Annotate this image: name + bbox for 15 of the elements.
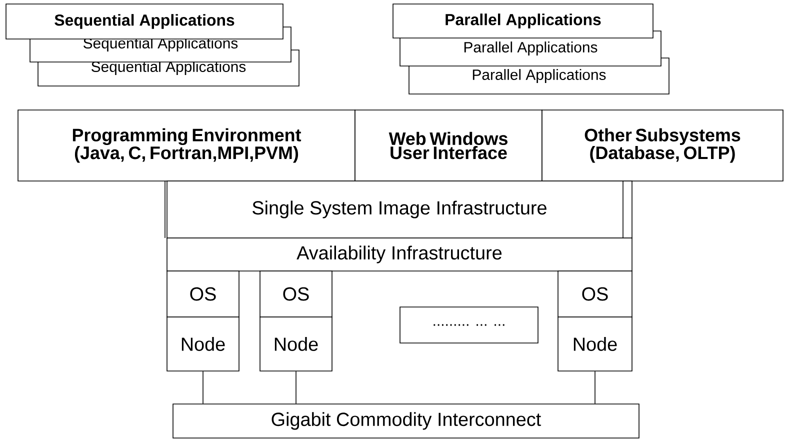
- layer-box: Node: [166, 316, 240, 372]
- connector-line: [202, 371, 204, 404]
- layer-box: Node: [260, 316, 332, 372]
- application-box: Parallel Applications: [392, 4, 654, 38]
- layer-box: OS: [166, 270, 240, 318]
- subsystem-box: Other Subsystems (Database, OLTP): [542, 110, 784, 182]
- connector-line: [594, 371, 596, 404]
- ellipsis-box: ......... ... ...: [400, 306, 538, 344]
- subsystem-box: Web Windows User Interface: [354, 110, 542, 182]
- subsystem-box: Programming Environment (Java, C, Fortran,MPI,PVM): [18, 110, 356, 182]
- application-box: Sequential Applications: [6, 4, 284, 40]
- layer-box: Node: [558, 316, 632, 372]
- layer-box: OS: [558, 270, 632, 318]
- layer-box: OS: [260, 270, 332, 318]
- layer-box: Gigabit Commodity Interconnect: [172, 404, 640, 438]
